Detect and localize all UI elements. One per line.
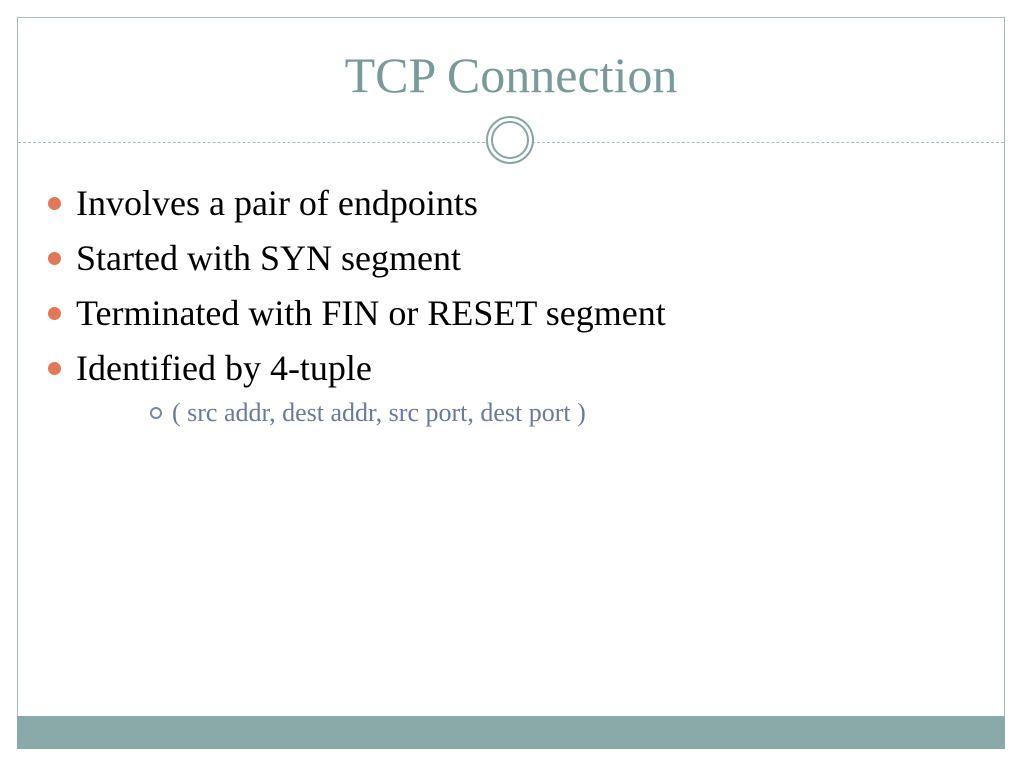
bullet-item: Terminated with FIN or RESET segment	[44, 286, 984, 341]
sub-bullet-item: ( src addr, dest addr, src port, dest po…	[146, 396, 984, 430]
bullet-text: Identified by 4-tuple	[76, 348, 372, 388]
double-ring-icon	[486, 116, 534, 164]
bullet-list: Involves a pair of endpoints Started wit…	[44, 176, 984, 430]
filled-dot-icon	[48, 362, 61, 375]
bullet-item: Started with SYN segment	[44, 231, 984, 286]
sub-bullet-list: ( src addr, dest addr, src port, dest po…	[76, 396, 984, 430]
bullet-item: Identified by 4-tuple ( src addr, dest a…	[44, 341, 984, 430]
filled-dot-icon	[48, 197, 61, 210]
filled-dot-icon	[48, 307, 61, 320]
footer-bar	[17, 716, 1005, 749]
bullet-text: Involves a pair of endpoints	[76, 183, 478, 223]
hollow-ring-icon	[150, 407, 162, 419]
bullet-item: Involves a pair of endpoints	[44, 176, 984, 231]
sub-bullet-text: ( src addr, dest addr, src port, dest po…	[172, 398, 586, 427]
slide-title: TCP Connection	[344, 47, 678, 103]
bullet-text: Started with SYN segment	[76, 238, 461, 278]
filled-dot-icon	[48, 252, 61, 265]
bullet-text: Terminated with FIN or RESET segment	[76, 293, 666, 333]
